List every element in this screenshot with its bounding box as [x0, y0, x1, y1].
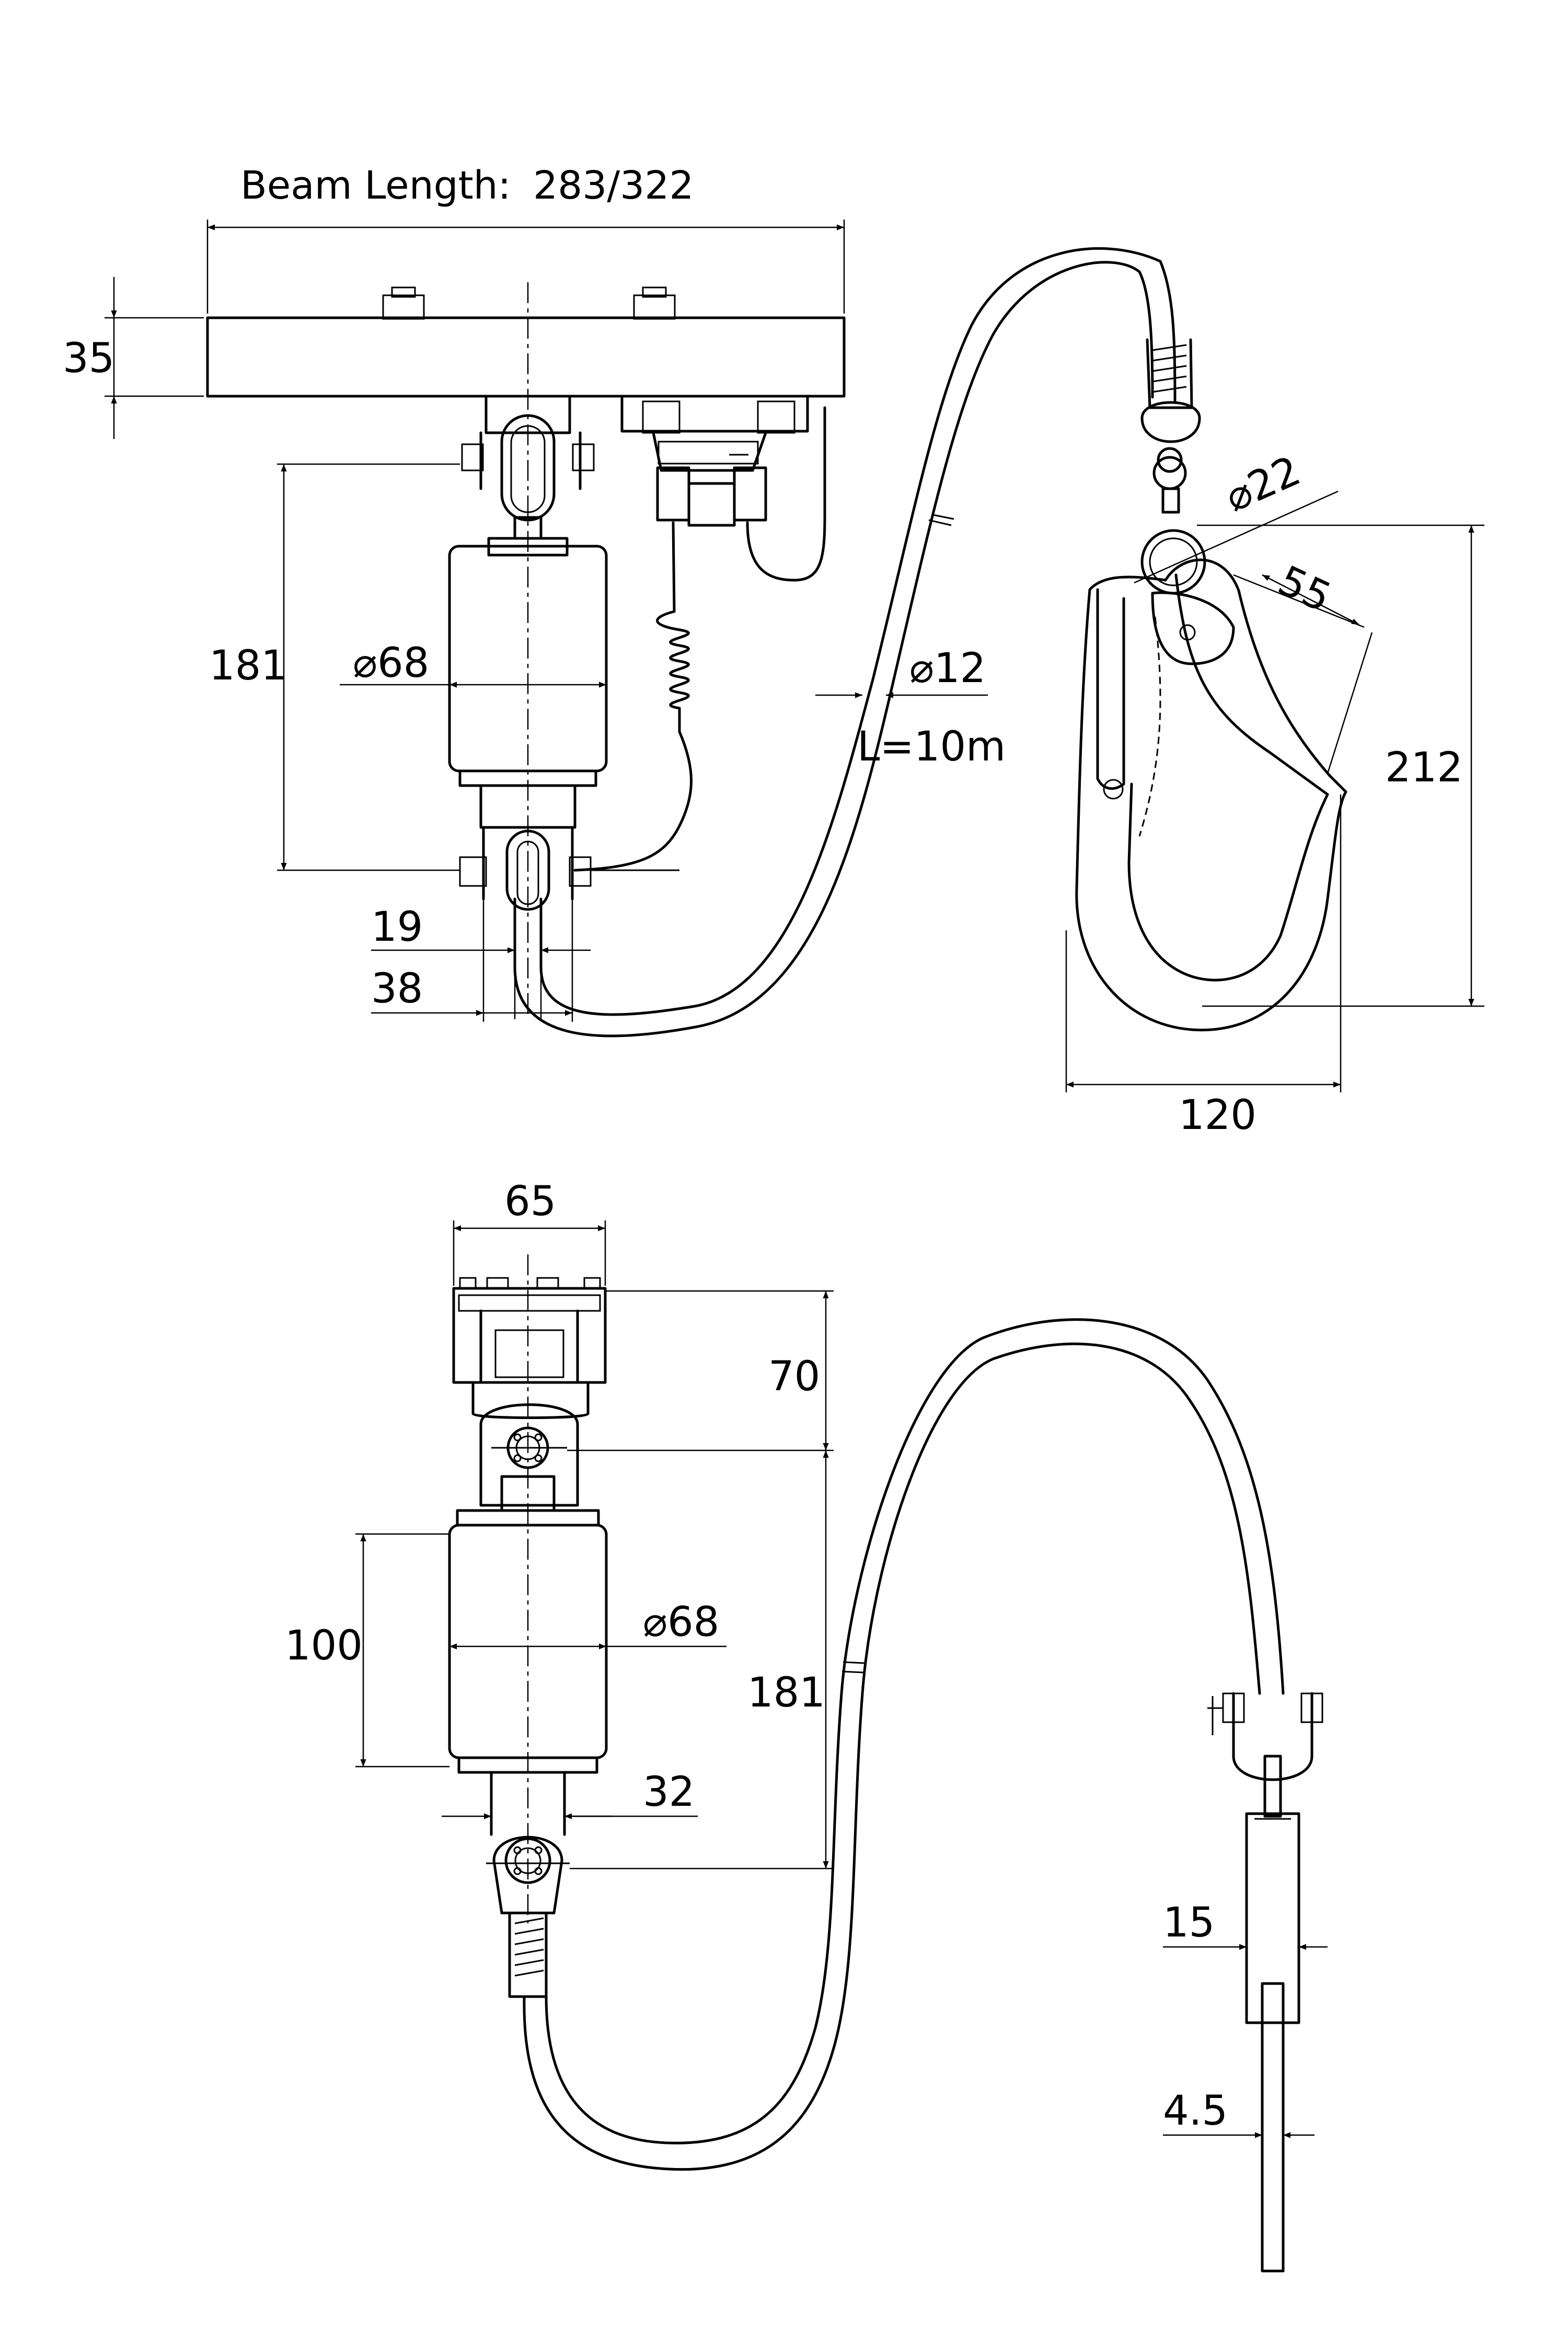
coil-cable	[573, 521, 693, 872]
plate-thickness-dim: 4.5	[1163, 2088, 1228, 2135]
gate-opening-dim: 55	[1271, 557, 1338, 622]
trolley-head	[452, 1277, 607, 1527]
lanyard-rope	[513, 261, 1154, 1037]
beam-height-dim: 35	[63, 335, 114, 382]
lanyard-rope-bottom	[523, 1342, 1261, 2171]
shackle-plate	[1207, 1692, 1323, 2273]
body-height-dim: 181	[209, 642, 287, 689]
overall-height-dim: 181	[747, 1669, 825, 1716]
beam	[206, 286, 846, 398]
swivel-outer-width-dim: 38	[371, 965, 423, 1012]
beam-length-value: 283/322	[533, 163, 694, 208]
body-length-dim: 100	[285, 1622, 363, 1669]
snap-hook	[1075, 558, 1347, 1032]
bottom-dimensions: 65 70 181 100 ⌀68 32 15 4.5	[285, 1178, 1328, 2138]
beam-length-label: Beam Length:	[240, 163, 511, 208]
body-diameter-dim-bottom: ⌀68	[643, 1599, 719, 1646]
lanyard-length-dim: L=10m	[857, 723, 1006, 770]
plate-width-dim: 15	[1163, 1899, 1215, 1946]
trolley-height-dim: 70	[768, 1353, 820, 1400]
controller-unit	[620, 395, 809, 527]
hook-width-dim: 120	[1179, 1092, 1256, 1139]
eye-diameter-dim: ⌀22	[1218, 447, 1307, 522]
eye-width-dim: 32	[643, 1769, 695, 1816]
body-diameter-dim: ⌀68	[353, 640, 429, 687]
lower-swivel	[459, 784, 679, 911]
top-dimensions: Beam Length: 283/322 35 181 ⌀68 19 38 ⌀1…	[63, 163, 1006, 1022]
hook-height-dim: 212	[1385, 744, 1463, 791]
hook-dimensions: ⌀22 55 212 120	[1065, 447, 1484, 1139]
trolley-width-dim: 65	[504, 1178, 556, 1225]
signal-cable-right	[746, 406, 826, 582]
lanyard-diameter-dim: ⌀12	[909, 645, 986, 692]
swivel-inner-width-dim: 19	[371, 904, 423, 951]
